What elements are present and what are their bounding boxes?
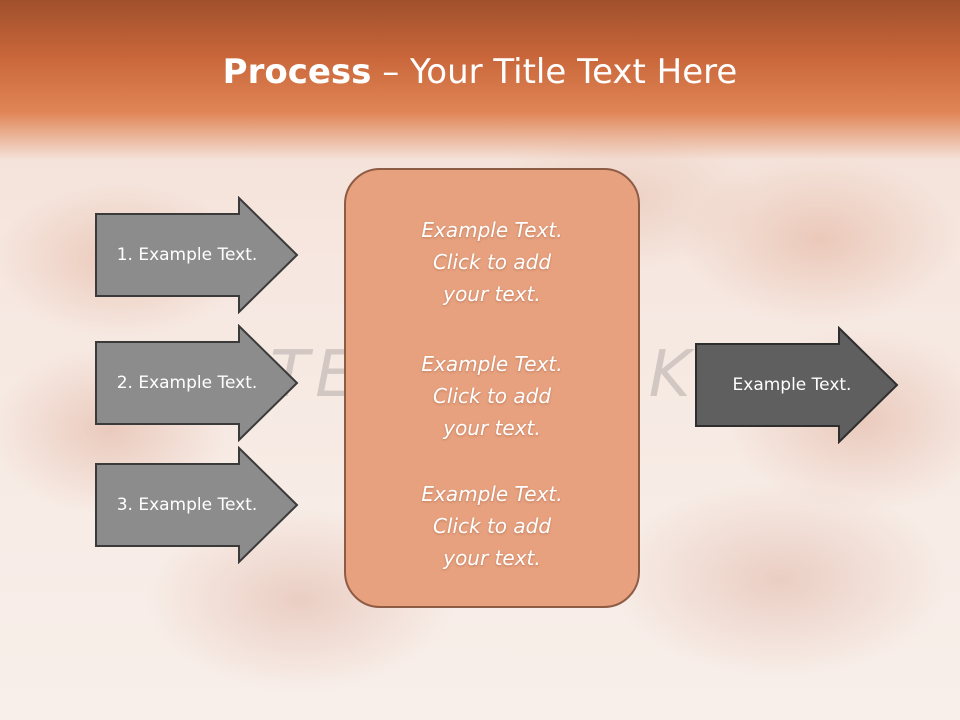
left-arrow-3[interactable]: 3. Example Text. — [94, 446, 300, 564]
center-item-line: Example Text. — [421, 218, 563, 242]
center-text-box[interactable]: Example Text. Click to add your text. Ex… — [344, 168, 640, 608]
center-item-line: Example Text. — [421, 482, 563, 506]
center-item-line: your text. — [443, 546, 541, 570]
left-arrow-2[interactable]: 2. Example Text. — [94, 324, 300, 442]
right-arrow[interactable]: Example Text. — [694, 326, 900, 444]
center-text-item-1: Example Text. Click to add your text. — [346, 214, 638, 310]
left-arrow-label: 3. Example Text. — [116, 495, 258, 515]
right-arrow-label: Example Text. — [732, 375, 852, 395]
center-text-item-3: Example Text. Click to add your text. — [346, 478, 638, 574]
title-bold: Process — [222, 52, 372, 92]
center-item-line: Click to add — [432, 250, 552, 274]
arrow-shape-icon — [95, 446, 299, 564]
left-arrow-label: 2. Example Text. — [116, 373, 258, 393]
center-text-item-2: Example Text. Click to add your text. — [346, 348, 638, 444]
left-arrow-label: 1. Example Text. — [116, 245, 258, 265]
arrow-shape-icon — [95, 324, 299, 442]
center-item-line: Click to add — [432, 384, 552, 408]
left-arrow-1[interactable]: 1. Example Text. — [94, 196, 300, 314]
arrow-shape-icon — [695, 326, 899, 444]
center-item-line: Click to add — [432, 514, 552, 538]
title-rest: Your Title Text Here — [410, 52, 738, 92]
title-separator: – — [371, 52, 411, 92]
center-item-line: Example Text. — [421, 352, 563, 376]
center-item-line: your text. — [443, 282, 541, 306]
title-band — [0, 0, 960, 160]
center-item-line: your text. — [443, 416, 541, 440]
arrow-shape-icon — [95, 196, 299, 314]
slide-title[interactable]: Process – Your Title Text Here — [0, 52, 960, 92]
